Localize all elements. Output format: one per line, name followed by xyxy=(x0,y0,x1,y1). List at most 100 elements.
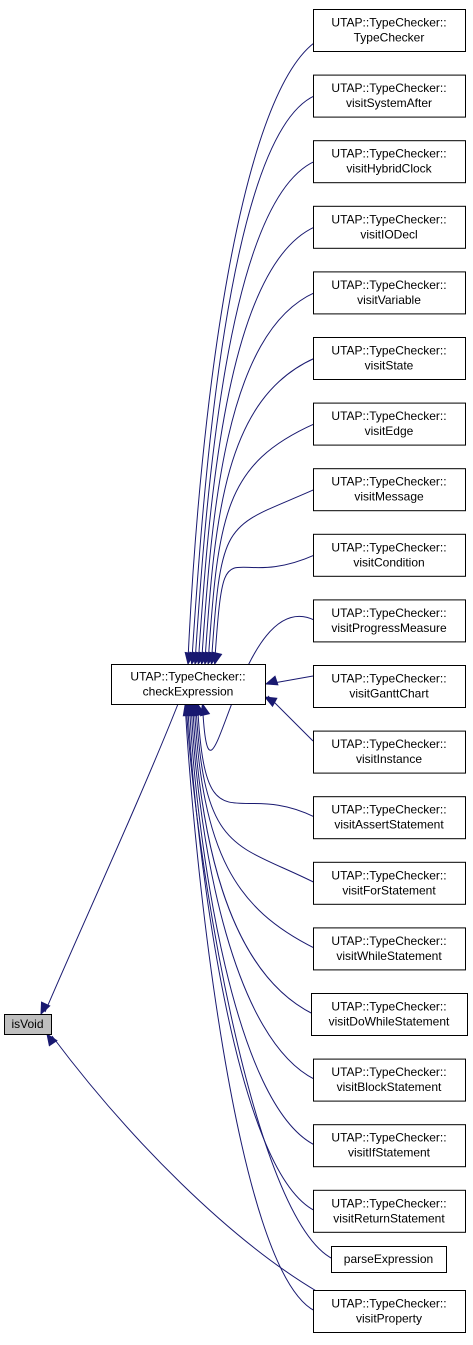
node-label-visitreturnstatement-1: visitReturnStatement xyxy=(333,1211,445,1225)
node-box-isvoid xyxy=(4,1014,52,1035)
node-label-visitassertstatement-0: UTAP::TypeChecker:: xyxy=(331,803,446,817)
node-label-visitvariable-1: visitVariable xyxy=(357,293,421,307)
node-label-visitmessage-1: visitMessage xyxy=(354,490,424,504)
node-visitvariable[interactable]: UTAP::TypeChecker::visitVariable xyxy=(313,271,466,315)
edge-visitreturnstatement-to-checkexpression xyxy=(187,705,316,1212)
edge-visitvariable-to-checkexpression xyxy=(201,291,316,663)
node-label-visitvariable-0: UTAP::TypeChecker:: xyxy=(331,278,446,292)
edge-visitiodecl-to-checkexpression xyxy=(197,226,316,663)
node-visitassertstatement[interactable]: UTAP::TypeChecker::visitAssertStatement xyxy=(313,796,466,840)
node-box-checkexpression xyxy=(111,664,266,705)
node-box-visitforstatement xyxy=(313,861,466,905)
node-box-visitinstance xyxy=(313,730,466,774)
node-visitprogressmeasure[interactable]: UTAP::TypeChecker::visitProgressMeasure xyxy=(313,599,466,643)
node-box-visitwhilestatement xyxy=(313,927,466,971)
node-label-visitcondition-0: UTAP::TypeChecker:: xyxy=(331,540,446,554)
node-label-visitinstance-0: UTAP::TypeChecker:: xyxy=(331,737,446,751)
node-visitinstance[interactable]: UTAP::TypeChecker::visitInstance xyxy=(313,730,466,774)
node-label-visitforstatement-0: UTAP::TypeChecker:: xyxy=(331,868,446,882)
node-visitblockstatement[interactable]: UTAP::TypeChecker::visitBlockStatement xyxy=(313,1058,466,1102)
node-label-visitblockstatement-0: UTAP::TypeChecker:: xyxy=(331,1065,446,1079)
edge-visitsystemafter-to-checkexpression xyxy=(191,95,316,663)
node-label-visitsystemafter-0: UTAP::TypeChecker:: xyxy=(331,81,446,95)
node-label-checkexpression-1: checkExpression xyxy=(143,685,234,699)
node-label-parseexpression-0: parseExpression xyxy=(344,1252,433,1266)
node-label-visitdowhilestatement-1: visitDoWhileStatement xyxy=(329,1015,450,1029)
arrowhead-visitproperty-to-isvoid xyxy=(46,1032,58,1047)
node-label-visithybridclock-1: visitHybridClock xyxy=(346,162,432,176)
node-label-visitcondition-1: visitCondition xyxy=(353,555,424,569)
node-label-isvoid-0: isVoid xyxy=(11,1017,43,1031)
edge-visitedge-to-checkexpression xyxy=(207,423,316,663)
node-label-visitforstatement-1: visitForStatement xyxy=(342,883,436,897)
edge-visithybridclock-to-checkexpression xyxy=(194,160,316,663)
node-box-visitstate xyxy=(313,337,466,380)
node-label-visitstate-1: visitState xyxy=(365,359,414,373)
arrowhead-visitganttchart-to-checkexpression xyxy=(264,675,279,686)
node-box-visitsystemafter xyxy=(313,74,466,118)
node-box-visitedge xyxy=(313,402,466,446)
node-label-visitdowhilestatement-0: UTAP::TypeChecker:: xyxy=(331,1000,446,1014)
node-visitstate[interactable]: UTAP::TypeChecker::visitState xyxy=(313,337,466,380)
node-box-visitvariable xyxy=(313,271,466,315)
edge-visitwhilestatement-to-checkexpression xyxy=(193,705,316,949)
edge-visitproperty-to-isvoid xyxy=(51,1035,319,1293)
node-label-visitganttchart-0: UTAP::TypeChecker:: xyxy=(331,672,446,686)
edge-visitstate-to-checkexpression xyxy=(204,357,316,663)
node-label-visitinstance-1: visitInstance xyxy=(356,752,422,766)
node-visitmessage[interactable]: UTAP::TypeChecker::visitMessage xyxy=(313,468,466,512)
node-visitsystemafter[interactable]: UTAP::TypeChecker::visitSystemAfter xyxy=(313,74,466,118)
node-label-visitsystemafter-1: visitSystemAfter xyxy=(346,96,432,110)
node-box-visitassertstatement xyxy=(313,796,466,840)
node-label-visitedge-1: visitEdge xyxy=(365,424,414,438)
node-visitcondition[interactable]: UTAP::TypeChecker::visitCondition xyxy=(313,533,466,577)
node-checkexpression[interactable]: UTAP::TypeChecker::checkExpression xyxy=(111,664,266,705)
node-box-visitprogressmeasure xyxy=(313,599,466,643)
node-visitiodecl[interactable]: UTAP::TypeChecker::visitIODecl xyxy=(313,205,466,249)
node-visitproperty[interactable]: UTAP::TypeChecker::visitProperty xyxy=(313,1290,466,1333)
node-label-visitproperty-0: UTAP::TypeChecker:: xyxy=(331,1297,446,1311)
node-visitwhilestatement[interactable]: UTAP::TypeChecker::visitWhileStatement xyxy=(313,927,466,971)
node-label-visithybridclock-0: UTAP::TypeChecker:: xyxy=(331,147,446,161)
node-box-parseexpression xyxy=(331,1246,447,1273)
arrowhead-visitproperty-to-checkexpression xyxy=(182,702,193,717)
node-visitifstatement[interactable]: UTAP::TypeChecker::visitIfStatement xyxy=(313,1124,466,1168)
edge-visitinstance-to-checkexpression xyxy=(267,695,314,742)
node-label-visitiodecl-0: UTAP::TypeChecker:: xyxy=(331,212,446,226)
arrowhead-visitinstance-to-checkexpression xyxy=(263,696,278,708)
node-label-visitiodecl-1: visitIODecl xyxy=(360,227,417,241)
node-parseexpression[interactable]: parseExpression xyxy=(331,1246,447,1273)
node-box-visitblockstatement xyxy=(313,1058,466,1102)
node-visitedge[interactable]: UTAP::TypeChecker::visitEdge xyxy=(313,402,466,446)
edge-checkexpression-to-isvoid xyxy=(44,703,179,1013)
arrowhead-checkexpression-to-isvoid xyxy=(40,1001,51,1016)
node-label-visitstate-0: UTAP::TypeChecker:: xyxy=(331,344,446,358)
node-box-visitdowhilestatement xyxy=(311,993,468,1036)
node-typechecker[interactable]: UTAP::TypeChecker::TypeChecker xyxy=(313,9,466,52)
node-visitforstatement[interactable]: UTAP::TypeChecker::visitForStatement xyxy=(313,861,466,905)
node-label-visitmessage-0: UTAP::TypeChecker:: xyxy=(331,475,446,489)
node-label-visitreturnstatement-0: UTAP::TypeChecker:: xyxy=(331,1196,446,1210)
edge-visitforstatement-to-checkexpression xyxy=(195,705,316,884)
node-label-visitedge-0: UTAP::TypeChecker:: xyxy=(331,409,446,423)
node-box-visitcondition xyxy=(313,533,466,577)
node-label-visitwhilestatement-1: visitWhileStatement xyxy=(336,949,442,963)
node-label-typechecker-1: TypeChecker xyxy=(354,31,425,45)
edge-visitifstatement-to-checkexpression xyxy=(188,705,316,1146)
node-visitdowhilestatement[interactable]: UTAP::TypeChecker::visitDoWhileStatement xyxy=(311,993,468,1036)
node-visithybridclock[interactable]: UTAP::TypeChecker::visitHybridClock xyxy=(313,140,466,184)
node-box-visitmessage xyxy=(313,468,466,512)
node-label-visitganttchart-1: visitGanttChart xyxy=(349,687,429,701)
node-label-visitifstatement-1: visitIfStatement xyxy=(348,1146,431,1160)
edge-visitassertstatement-to-checkexpression xyxy=(197,705,316,818)
node-box-visitreturnstatement xyxy=(313,1189,466,1233)
node-visitganttchart[interactable]: UTAP::TypeChecker::visitGanttChart xyxy=(313,665,466,708)
node-label-visitblockstatement-1: visitBlockStatement xyxy=(337,1080,442,1094)
edges-layer xyxy=(40,42,334,1312)
node-visitreturnstatement[interactable]: UTAP::TypeChecker::visitReturnStatement xyxy=(313,1189,466,1233)
node-isvoid[interactable]: isVoid xyxy=(4,1014,52,1035)
edge-typechecker-to-checkexpression xyxy=(187,42,315,661)
node-box-visithybridclock xyxy=(313,140,466,184)
edge-parseexpression-to-checkexpression xyxy=(185,705,334,1260)
